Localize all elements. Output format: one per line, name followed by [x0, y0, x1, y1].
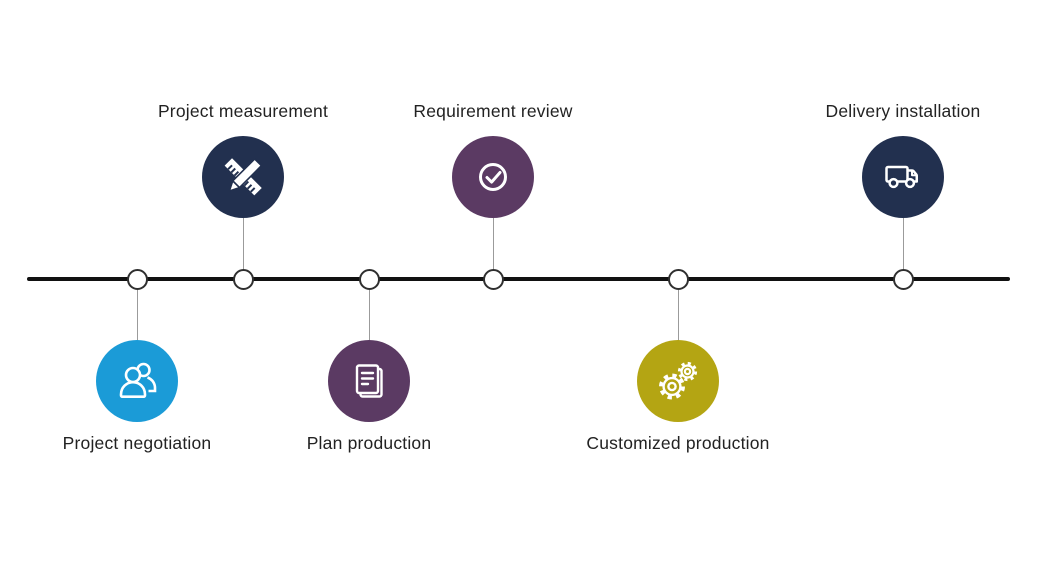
truck-icon [885, 165, 918, 189]
connector-line [368, 290, 370, 341]
connector-line [242, 217, 244, 269]
timeline-node [667, 268, 689, 290]
timeline-line [27, 277, 1010, 281]
check-circle-icon [479, 163, 507, 191]
ruler-pencil-icon [224, 157, 263, 196]
connector-line [677, 290, 679, 341]
timeline-node [358, 268, 380, 290]
timeline-node [232, 268, 254, 290]
milestone-label: Project measurement [157, 101, 329, 121]
timeline-node [126, 268, 148, 290]
timeline-node [482, 268, 504, 290]
connector-line [492, 217, 494, 269]
connector-line [136, 290, 138, 341]
milestone-circle [862, 136, 944, 218]
milestone-circle [452, 136, 534, 218]
milestone-label: Delivery installation [825, 101, 981, 121]
milestone-circle [637, 340, 719, 422]
milestone-label: Plan production [306, 433, 432, 453]
milestone-label: Customized production [586, 433, 770, 453]
milestone-circle [96, 340, 178, 422]
document-icon [355, 364, 383, 398]
gears-icon [659, 361, 698, 400]
milestone-label: Requirement review [413, 101, 573, 121]
timeline-node [892, 268, 914, 290]
milestone-circle [202, 136, 284, 218]
people-icon [119, 362, 157, 398]
connector-line [902, 217, 904, 269]
milestone-label: Project negotiation [62, 433, 212, 453]
milestone-circle [328, 340, 410, 422]
